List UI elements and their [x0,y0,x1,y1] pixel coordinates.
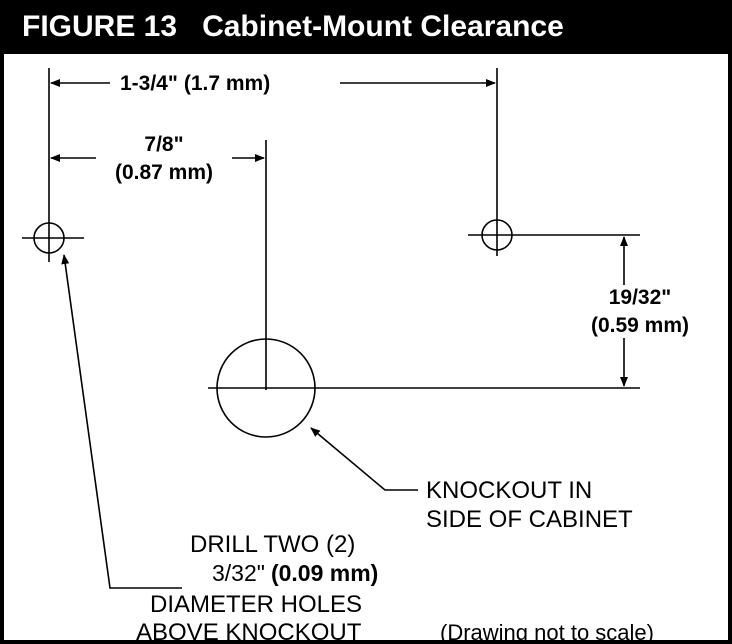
figure-title: Cabinet-Mount Clearance [202,10,564,43]
vertical-offset-imperial: 19/32" [609,286,672,309]
drill-callout-line4: ABOVE KNOCKOUT [136,619,362,644]
drill-holes-leader [61,254,182,589]
hole-spacing-label: 1-3/4"(1.7 mm) [120,72,270,95]
drill-callout-line1: DRILL TWO (2) [190,531,355,558]
horizontal-offset-metric: (0.87 mm) [115,161,213,184]
figure-number: FIGURE 13 [22,10,178,43]
knockout-callout-line2: SIDE OF CABINET [426,506,633,533]
vertical-offset-metric: (0.59 mm) [591,314,689,337]
knockout-leader [310,427,418,491]
figure-title-bar: FIGURE 13 Cabinet-Mount Clearance [0,0,732,54]
knockout-callout-line1: KNOCKOUT IN [426,477,592,504]
drill-callout-line3: DIAMETER HOLES [150,591,362,618]
drill-callout-line2: 3/32"(0.09 mm) [212,560,378,586]
horizontal-offset-imperial: 7/8" [144,133,183,156]
not-to-scale-note: (Drawing not to scale) [440,620,654,644]
